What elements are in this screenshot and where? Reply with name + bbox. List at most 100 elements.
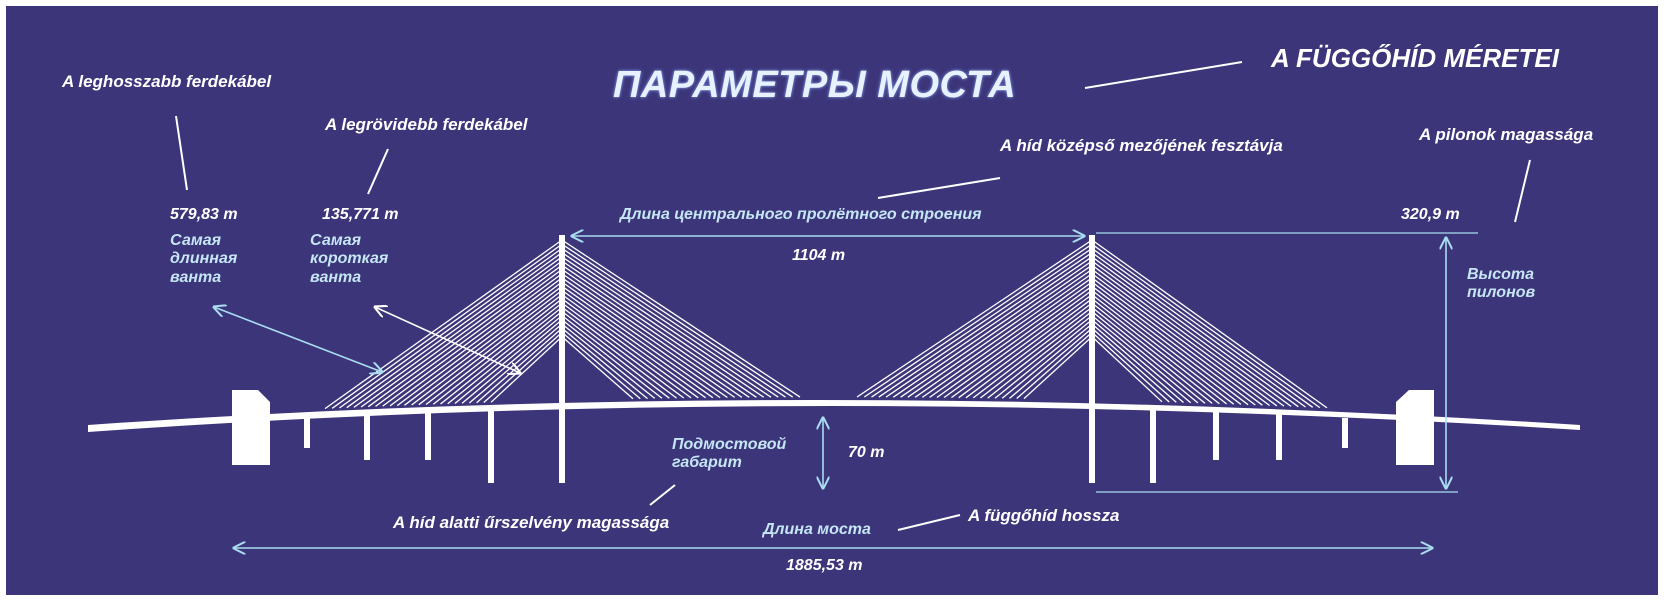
stay-cable-right-outer-1 bbox=[1091, 239, 1328, 409]
russian-title: ПАРАМЕТРЫ МОСТА bbox=[613, 64, 1017, 106]
stay-cable-right-outer-17 bbox=[1091, 306, 1213, 404]
central-span-hu-label: A híd középső mezőjének fesztávja bbox=[1000, 136, 1283, 155]
bridge-length-leader bbox=[897, 514, 961, 531]
stay-cable-left-inner-9 bbox=[561, 273, 743, 398]
stay-cable-right-outer-10 bbox=[1091, 277, 1263, 406]
stay-cable-right-inner-22 bbox=[1009, 327, 1093, 399]
left-abutment bbox=[232, 390, 270, 465]
stay-cable-right-inner-4 bbox=[878, 252, 1093, 398]
leader-lines bbox=[175, 61, 1531, 531]
pylon-height-ru-label: Высота пилонов bbox=[1467, 266, 1536, 302]
longest-cable-leader bbox=[175, 115, 188, 191]
stay-cable-right-outer-6 bbox=[1091, 260, 1292, 407]
stay-cable-right-inner-3 bbox=[871, 247, 1093, 398]
stay-cable-right-outer-11 bbox=[1091, 281, 1256, 406]
stay-cable-left-inner-1 bbox=[561, 239, 801, 398]
bridge-deck bbox=[88, 400, 1580, 432]
stay-cable-left-inner-11 bbox=[561, 281, 728, 399]
stay-cable-right-inner-5 bbox=[885, 256, 1093, 398]
stay-cable-left-outer-7 bbox=[367, 264, 563, 408]
left-pylon bbox=[559, 235, 565, 483]
central-span-value: 1104 m bbox=[792, 247, 846, 264]
stay-cable-right-inner-19 bbox=[987, 315, 1093, 399]
stay-cable-right-inner-6 bbox=[892, 260, 1093, 398]
stay-cable-left-inner-10 bbox=[561, 277, 736, 398]
stay-cable-left-inner-19 bbox=[561, 315, 670, 399]
stay-cable-right-outer-14 bbox=[1091, 294, 1235, 405]
stay-cable-right-inner-23 bbox=[1016, 331, 1093, 399]
stay-cable-right-inner-2 bbox=[863, 243, 1093, 398]
stay-cable-left-inner-5 bbox=[561, 256, 772, 398]
shortest-cable-value: 135,771 m bbox=[322, 206, 399, 223]
stay-cable-left-outer-6 bbox=[360, 260, 563, 408]
stay-cable-left-inner-13 bbox=[561, 289, 714, 399]
longest-cable-ru-label: Самая длинная ванта bbox=[170, 232, 238, 286]
stay-cable-right-outer-20 bbox=[1091, 319, 1192, 404]
stay-cable-right-outer-13 bbox=[1091, 289, 1242, 405]
stay-cable-right-outer-16 bbox=[1091, 302, 1220, 405]
central-span-ru-label: Длина центрального пролётного строения bbox=[620, 206, 982, 223]
stay-cable-right-outer-12 bbox=[1091, 285, 1249, 406]
stay-cable-right-outer-5 bbox=[1091, 256, 1299, 408]
stay-cable-right-outer-3 bbox=[1091, 247, 1314, 408]
dimension-lines bbox=[214, 233, 1478, 548]
stay-cable-left-inner-18 bbox=[561, 310, 677, 399]
figure-background bbox=[6, 6, 1658, 595]
stay-cable-right-inner-1 bbox=[856, 239, 1093, 398]
stay-cable-right-inner-12 bbox=[936, 285, 1093, 399]
pylon-height-hu-label: A pilonok magassága bbox=[1419, 125, 1594, 144]
hungarian-title: A FÜGGŐHÍD MÉRETEI bbox=[1271, 43, 1559, 73]
longest-cable-value: 579,83 m bbox=[170, 206, 238, 223]
stay-cable-left-outer-24 bbox=[490, 336, 563, 403]
stay-cable-right-inner-21 bbox=[1001, 323, 1093, 399]
shortest-cable-leader bbox=[367, 148, 389, 195]
longest-cable-hu-label: A leghosszabb ferdekábel bbox=[62, 72, 272, 91]
stay-cable-right-inner-24 bbox=[1023, 336, 1093, 400]
stay-cable-right-outer-23 bbox=[1091, 331, 1170, 403]
stay-cable-left-inner-16 bbox=[561, 302, 692, 399]
stay-cable-right-outer-8 bbox=[1091, 268, 1278, 407]
bridge-length-value: 1885,53 m bbox=[786, 557, 863, 574]
shortest-cable-ru-label: Самая короткая ванта bbox=[310, 232, 389, 286]
stay-cable-right-inner-7 bbox=[900, 264, 1093, 398]
stay-cable-right-outer-24 bbox=[1091, 336, 1163, 403]
stay-cable-right-inner-10 bbox=[921, 277, 1093, 398]
pylon-height-value: 320,9 m bbox=[1401, 206, 1460, 223]
shortest-cable-pointer bbox=[375, 307, 520, 373]
stay-cable-right-inner-9 bbox=[914, 273, 1093, 398]
stay-cable-right-inner-8 bbox=[907, 268, 1093, 398]
stay-cable-right-inner-13 bbox=[943, 289, 1093, 399]
stay-cable-left-outer-12 bbox=[404, 285, 563, 406]
stay-cable-left-inner-17 bbox=[561, 306, 685, 399]
stay-cable-right-inner-17 bbox=[972, 306, 1093, 399]
stay-cable-left-outer-9 bbox=[382, 273, 563, 407]
stay-cable-right-outer-19 bbox=[1091, 315, 1199, 404]
stay-cable-left-inner-15 bbox=[561, 298, 699, 399]
stay-cable-right-inner-20 bbox=[994, 319, 1093, 399]
stay-cable-right-outer-22 bbox=[1091, 327, 1177, 403]
stay-cable-right-inner-15 bbox=[958, 298, 1093, 399]
stay-cable-right-outer-2 bbox=[1091, 243, 1321, 409]
stay-cable-left-inner-22 bbox=[561, 327, 648, 400]
pylon-height-leader bbox=[1514, 159, 1531, 223]
right-pylon bbox=[1089, 235, 1095, 483]
stay-cable-left-inner-14 bbox=[561, 294, 706, 399]
longest-cable-pointer bbox=[214, 307, 382, 372]
clearance-ru-label: Подмостовой габарит bbox=[672, 436, 787, 472]
central-span-leader bbox=[877, 177, 1001, 199]
stay-cable-left-inner-24 bbox=[561, 336, 634, 400]
stay-cable-right-outer-4 bbox=[1091, 252, 1306, 408]
clearance-value: 70 m bbox=[848, 444, 885, 461]
stay-cable-left-inner-3 bbox=[561, 247, 786, 398]
stay-cable-left-inner-7 bbox=[561, 264, 757, 398]
clearance-hu-label: A híd alatti űrszelvény magassága bbox=[393, 513, 670, 532]
stay-cable-left-inner-12 bbox=[561, 285, 721, 399]
stay-cable-left-inner-21 bbox=[561, 323, 656, 399]
stay-cable-left-inner-6 bbox=[561, 260, 765, 398]
right-abutment bbox=[1396, 390, 1434, 465]
stay-cable-right-outer-7 bbox=[1091, 264, 1285, 407]
bridge-length-ru-label: Длина моста bbox=[763, 521, 871, 538]
shortest-cable-hu-label: A legrövidebb ferdekábel bbox=[325, 115, 528, 134]
